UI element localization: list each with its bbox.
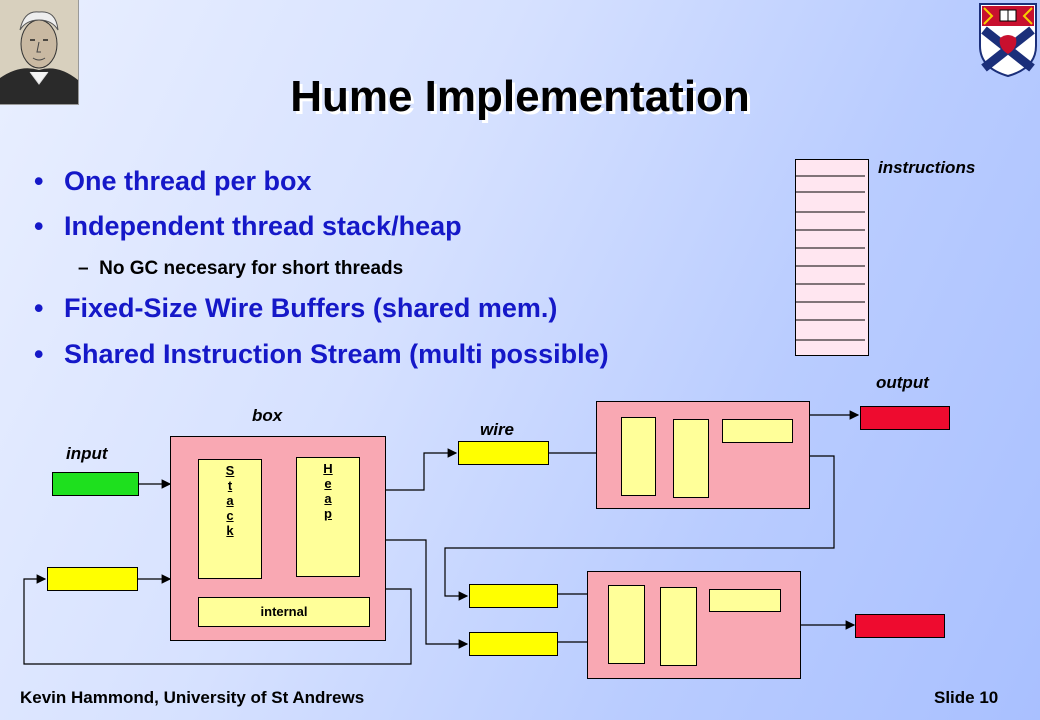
heap-letter: a — [324, 491, 332, 506]
stack-letter: c — [226, 508, 234, 523]
instruction-rows — [795, 175, 865, 341]
heap-region: H e a p — [296, 457, 360, 577]
heap-letter: H — [323, 461, 333, 476]
bullet-item: • Independent thread stack/heap — [34, 211, 462, 242]
feedback-buffer — [47, 567, 138, 591]
stack-region — [608, 585, 645, 664]
bullet-symbol: • — [34, 211, 44, 241]
stack-letter: k — [226, 523, 234, 538]
heap-letter: p — [324, 506, 332, 521]
portrait-image — [0, 0, 79, 105]
stack-letter: a — [226, 493, 234, 508]
output-buffer — [860, 406, 950, 430]
input-label: input — [66, 444, 108, 463]
thread-box — [596, 401, 810, 509]
bullet-item: • Shared Instruction Stream (multi possib… — [34, 339, 609, 370]
stack-region — [621, 417, 656, 496]
sub-bullet-text: No GC necesary for short threads — [99, 258, 404, 279]
thread-box: S t a c k H e a p internal — [170, 436, 386, 641]
instructions-label: instructions — [878, 158, 976, 177]
bullet-text: One thread per box — [64, 166, 312, 196]
bullet-text: Shared Instruction Stream (multi possibl… — [64, 339, 609, 369]
wire-buffer — [469, 584, 558, 608]
bullet-symbol: • — [34, 339, 44, 369]
heap-letter: e — [324, 476, 332, 491]
university-crest-icon — [978, 2, 1038, 78]
bullet-text: Fixed-Size Wire Buffers (shared mem.) — [64, 293, 558, 323]
wire-buffer — [469, 632, 558, 656]
wire-label: wire — [480, 420, 515, 439]
box-label: box — [252, 406, 283, 425]
slide-number: Slide 10 — [934, 688, 999, 707]
heap-region — [660, 587, 697, 666]
heap-region — [673, 419, 709, 498]
bullet-symbol: • — [34, 166, 44, 196]
sub-bullet-dash: – — [78, 258, 89, 279]
instruction-stream — [795, 159, 869, 356]
bullet-text: Independent thread stack/heap — [64, 211, 462, 241]
bullet-symbol: • — [34, 293, 44, 323]
internal-region — [722, 419, 793, 443]
input-buffer — [52, 472, 139, 496]
bullet-item: • Fixed-Size Wire Buffers (shared mem.) — [34, 293, 557, 324]
sub-bullet-item: – No GC necesary for short threads — [78, 258, 403, 280]
stack-letter: t — [227, 478, 233, 493]
output-buffer — [855, 614, 945, 638]
output-label: output — [876, 373, 929, 392]
bullet-item: • One thread per box — [34, 166, 312, 197]
stack-letter: S — [225, 463, 235, 478]
thread-box — [587, 571, 801, 679]
stack-region: S t a c k — [198, 459, 262, 579]
wire-buffer — [458, 441, 549, 465]
page-title: Hume Implementation — [290, 72, 750, 121]
footer-author: Kevin Hammond, University of St Andrews — [20, 688, 365, 707]
internal-region — [709, 589, 781, 612]
internal-region: internal — [198, 597, 370, 627]
